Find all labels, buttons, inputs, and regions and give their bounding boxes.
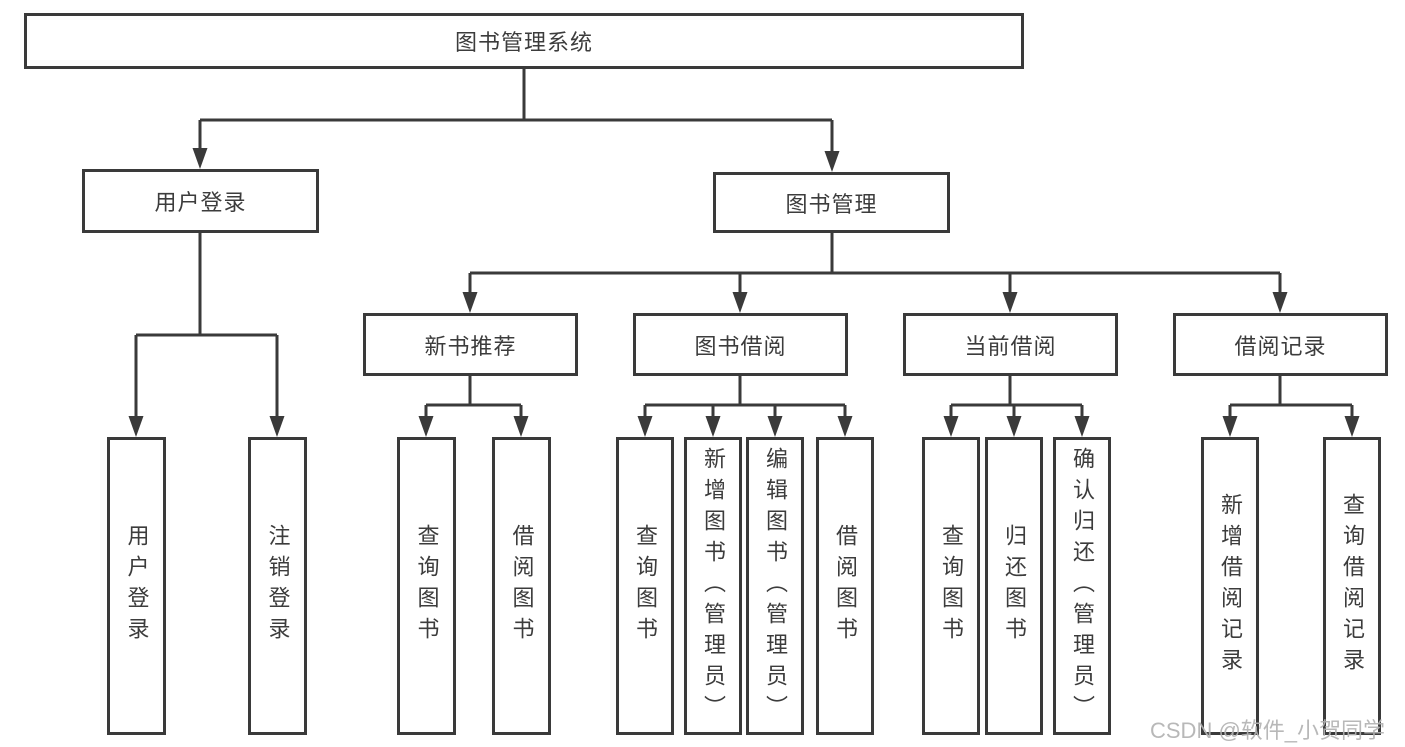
leaf-user-login-label: 用户登录 xyxy=(124,524,150,648)
leaf-return-books-label: 归还图书 xyxy=(1002,524,1027,648)
leaf-query-books-recommend: 查询图书 xyxy=(397,437,456,735)
leaf-query-borrow-record: 查询借阅记录 xyxy=(1323,437,1381,735)
leaf-return-books: 归还图书 xyxy=(985,437,1043,735)
node-borrow-records: 借阅记录 xyxy=(1173,313,1388,376)
arrowheads xyxy=(128,148,1360,437)
leaf-borrow-books-recommend: 借阅图书 xyxy=(492,437,551,735)
leaf-add-books-admin-label: 新增图书（管理员） xyxy=(701,446,726,726)
node-book-borrow-label: 图书借阅 xyxy=(694,333,787,359)
leaf-add-borrow-record: 新增借阅记录 xyxy=(1201,437,1259,735)
leaf-logout-label: 注销登录 xyxy=(265,524,291,648)
node-new-book-recommend: 新书推荐 xyxy=(363,313,578,376)
node-current-borrow: 当前借阅 xyxy=(903,313,1118,376)
node-user-login-label: 用户登录 xyxy=(154,190,247,215)
node-book-management-label: 图书管理 xyxy=(785,191,878,217)
leaf-edit-books-admin-label: 编辑图书（管理员） xyxy=(763,446,788,726)
node-new-book-recommend-label: 新书推荐 xyxy=(424,333,517,359)
leaf-query-books-borrow-label: 查询图书 xyxy=(633,524,658,648)
node-book-borrow: 图书借阅 xyxy=(633,313,848,376)
leaf-query-books-current: 查询图书 xyxy=(922,437,980,735)
leaf-query-borrow-record-label: 查询借阅记录 xyxy=(1340,493,1365,679)
leaf-query-books-recommend-label: 查询图书 xyxy=(414,524,440,648)
leaf-borrow-books-recommend-label: 借阅图书 xyxy=(509,524,535,648)
node-library-system: 图书管理系统 xyxy=(24,13,1024,69)
leaf-confirm-return-admin: 确认归还（管理员） xyxy=(1053,437,1111,735)
leaf-add-borrow-record-label: 新增借阅记录 xyxy=(1218,493,1243,679)
leaf-borrow-books: 借阅图书 xyxy=(816,437,874,735)
csdn-watermark: CSDN @软件_小贺同学 xyxy=(1150,718,1386,743)
node-current-borrow-label: 当前借阅 xyxy=(964,333,1057,359)
node-user-login: 用户登录 xyxy=(82,169,319,233)
leaf-edit-books-admin: 编辑图书（管理员） xyxy=(746,437,804,735)
leaf-logout: 注销登录 xyxy=(248,437,307,735)
leaf-add-books-admin: 新增图书（管理员） xyxy=(684,437,742,735)
leaf-user-login: 用户登录 xyxy=(107,437,166,735)
node-book-management: 图书管理 xyxy=(713,172,950,233)
leaf-borrow-books-label: 借阅图书 xyxy=(833,524,858,648)
leaf-confirm-return-admin-label: 确认归还（管理员） xyxy=(1070,446,1095,726)
node-library-system-label: 图书管理系统 xyxy=(454,30,593,55)
leaf-query-books-current-label: 查询图书 xyxy=(939,524,964,648)
leaf-query-books-borrow: 查询图书 xyxy=(616,437,674,735)
node-borrow-records-label: 借阅记录 xyxy=(1234,333,1327,359)
